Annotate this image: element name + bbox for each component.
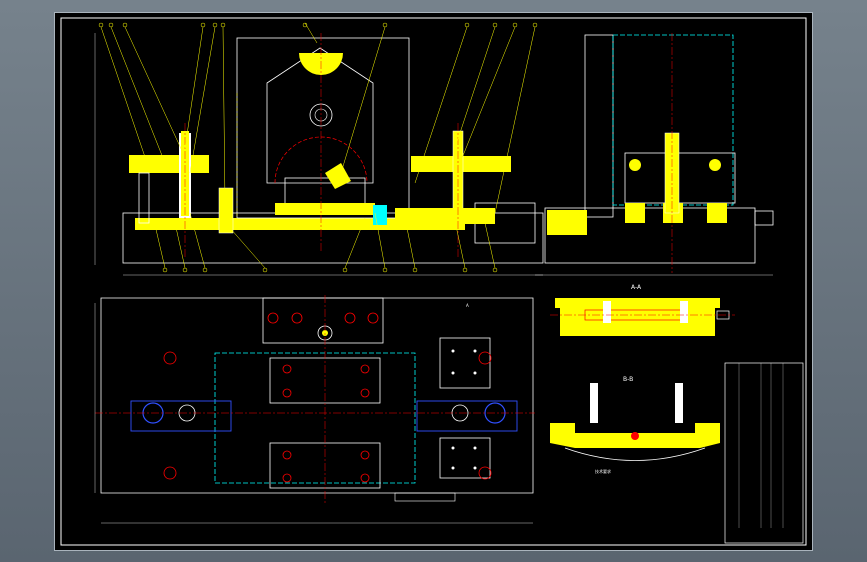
leader-lines [100,22,536,269]
part-balloon-bottom-2 [182,267,188,273]
part-balloon-top-12 [532,22,538,28]
part-balloon-top-6 [220,22,226,28]
section-aa-label: A-A [631,284,642,291]
part-balloon-top-4 [200,22,206,28]
drawing-border [60,17,807,546]
part-balloon-top-3 [122,22,128,28]
section-bb-label: B-B [623,376,633,383]
part-balloon-top-7 [302,22,308,28]
section-b-b [550,383,720,461]
part-balloon-bottom-5 [342,267,348,273]
part-balloon-bottom-4 [262,267,268,273]
cad-drawing-viewport[interactable]: A-A B-B A 技术要求 [54,12,813,551]
front-view [94,33,544,276]
section-a-a [550,298,735,336]
part-balloon-top-8 [382,22,388,28]
part-balloon-bottom-8 [462,267,468,273]
plan-view [94,295,535,524]
fixture-assembly-drawing: A-A B-B A 技术要求 [60,17,807,546]
part-balloon-top-10 [492,22,498,28]
part-balloon-top-9 [464,22,470,28]
view-marker: A [466,303,469,308]
part-balloon-bottom-6 [382,267,388,273]
technical-notes: 技术要求 [595,468,611,474]
title-block [724,362,804,544]
part-balloon-top-5 [212,22,218,28]
part-balloon-bottom-9 [492,267,498,273]
side-view [535,33,774,276]
part-balloon-bottom-1 [162,267,168,273]
part-balloon-top-2 [108,22,114,28]
part-balloon-top-1 [98,22,104,28]
part-balloon-top-11 [512,22,518,28]
part-balloon-bottom-7 [412,267,418,273]
part-balloon-bottom-3 [202,267,208,273]
